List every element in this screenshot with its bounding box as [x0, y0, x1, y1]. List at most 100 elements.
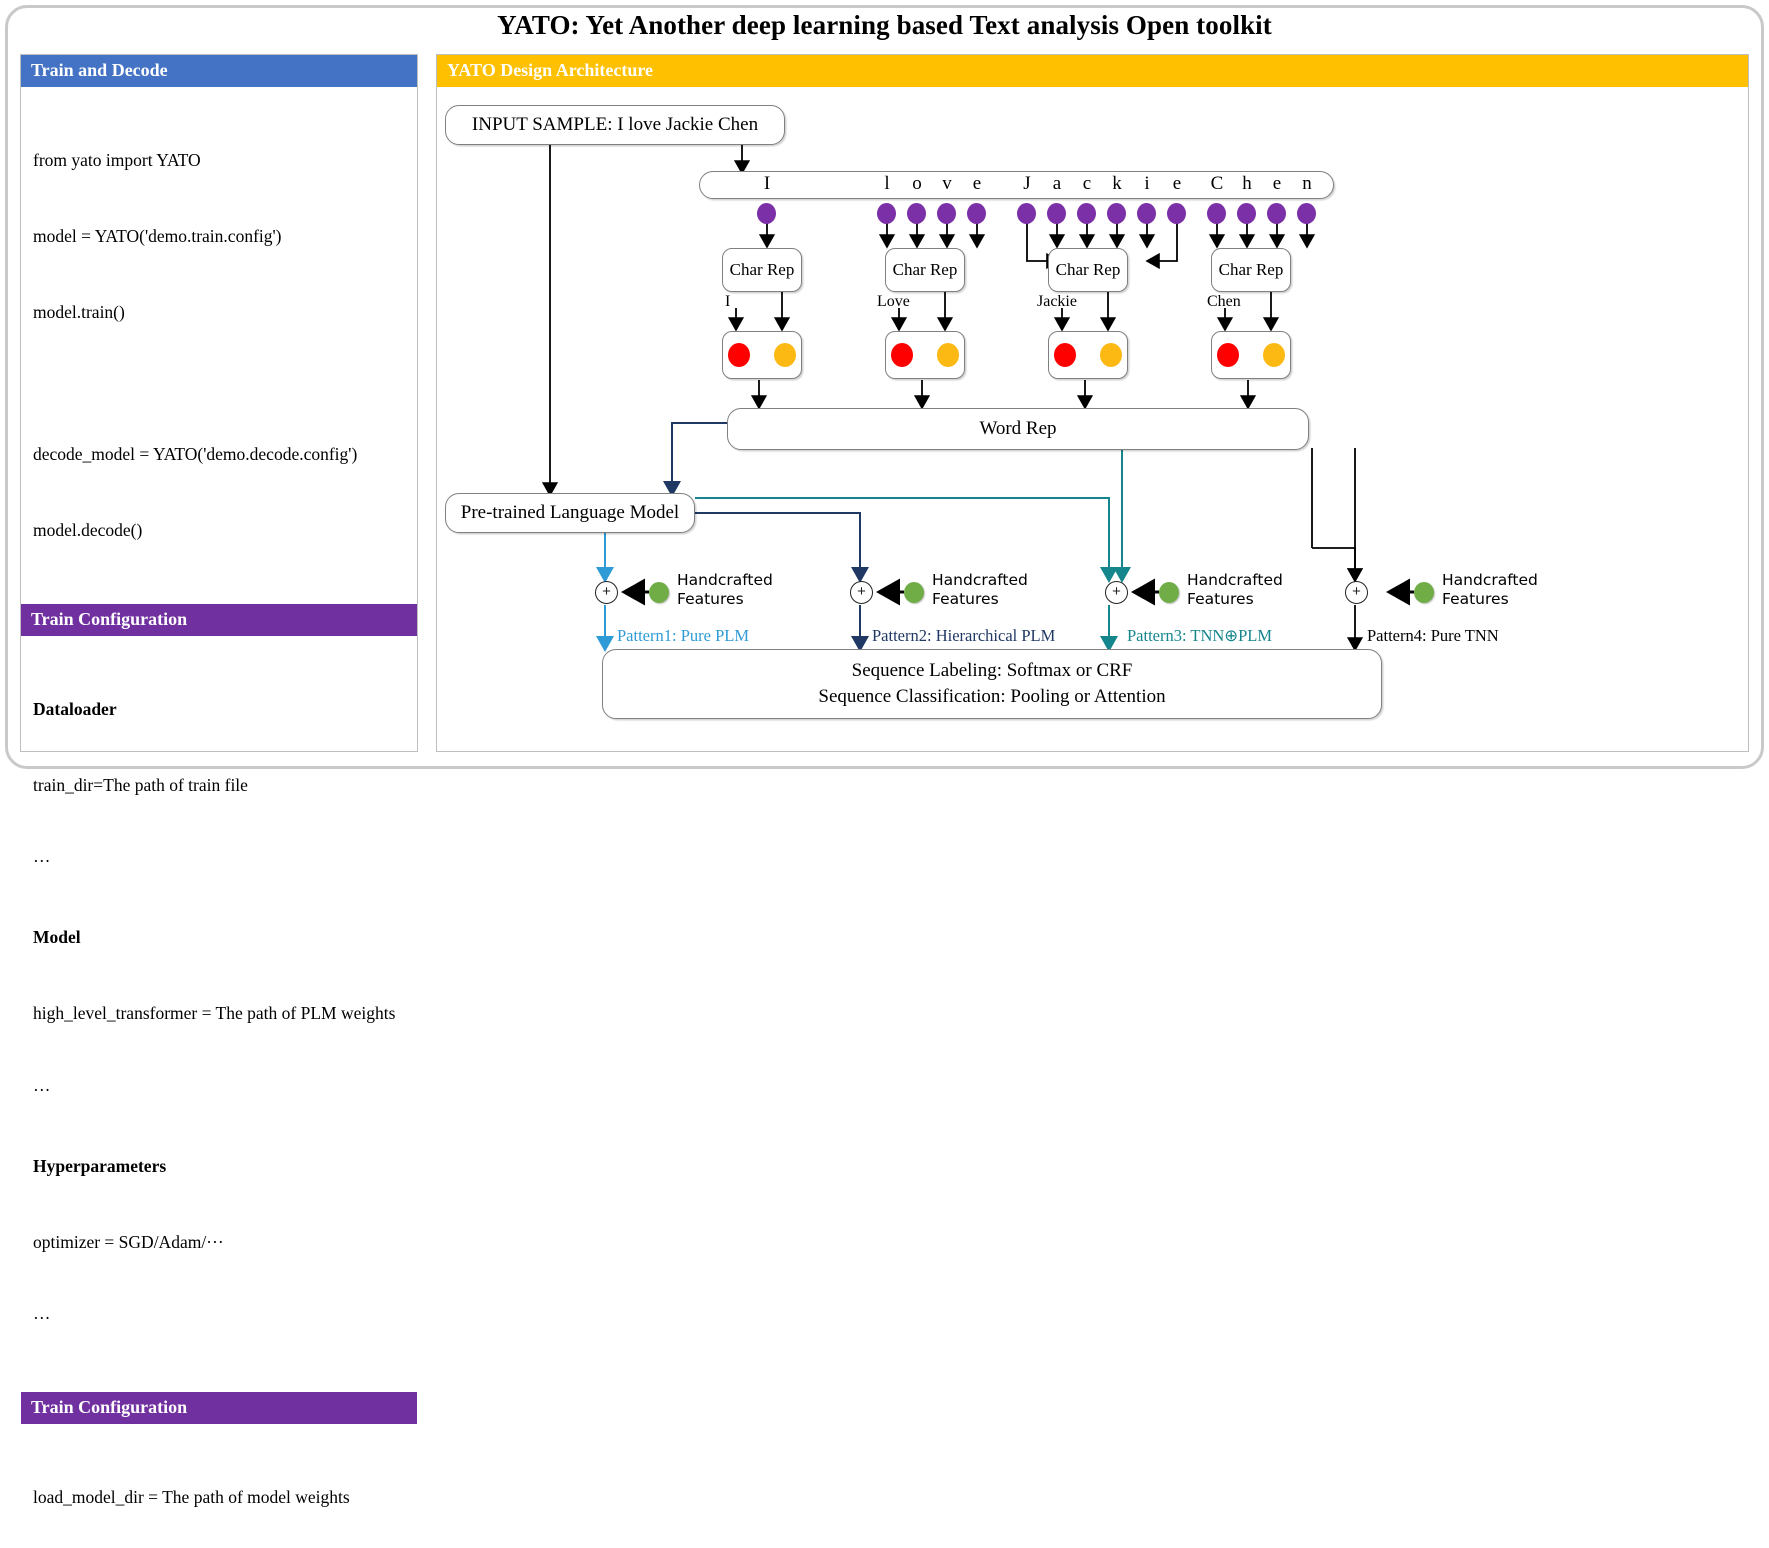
- pattern-label-3: Pattern3: TNN⊕PLM: [1127, 626, 1273, 645]
- config-ellipsis: ···: [33, 1307, 51, 1328]
- char-embedding-dot: [937, 203, 956, 224]
- word-embedding-yellow-dot: [1100, 343, 1122, 367]
- output-line: Sequence Classification: Pooling or Atte…: [818, 686, 1166, 707]
- code-line: model.decode(): [33, 520, 143, 540]
- char-rep-node: Char Rep: [722, 248, 802, 292]
- sum-operator: +: [1105, 581, 1128, 604]
- sum-operator: +: [1345, 581, 1368, 604]
- handcrafted-features-label: Handcrafted Features: [1442, 571, 1538, 608]
- char-glyph: n: [1302, 173, 1312, 194]
- pattern-label-1: Pattern1: Pure PLM: [617, 626, 749, 645]
- section-header-decode-configuration: Train Configuration: [21, 1392, 417, 1424]
- word-rep-node: Word Rep: [727, 408, 1309, 450]
- handcrafted-features-label: Handcrafted Features: [677, 571, 773, 608]
- char-rep-node: Char Rep: [1048, 248, 1128, 292]
- char-glyph: c: [1082, 173, 1092, 194]
- char-glyph: o: [912, 173, 922, 194]
- word-label: Jackie: [1037, 293, 1077, 310]
- section-body-decode-configuration: load_model_dir = The path of model weigh…: [21, 1424, 417, 1548]
- char-glyph: l: [884, 173, 890, 194]
- word-label: I: [725, 293, 731, 310]
- poster-root: YATO: Yet Another deep learning based Te…: [5, 5, 1764, 1507]
- config-line: load_model_dir = The path of model weigh…: [33, 1486, 350, 1507]
- left-panel: Train and Decode from yato import YATO m…: [20, 54, 418, 1507]
- char-glyph: C: [1210, 173, 1224, 194]
- config-line: high_level_transformer = The path of PLM…: [33, 1003, 396, 1024]
- section-header-design-architecture: YATO Design Architecture: [437, 55, 1748, 87]
- handcrafted-features-dot: [1159, 582, 1179, 603]
- word-embedding-red-dot: [728, 343, 750, 367]
- character-sequence-bar: [699, 171, 1334, 199]
- char-embedding-dot: [1207, 203, 1226, 224]
- char-glyph: h: [1242, 173, 1252, 194]
- char-glyph: J: [1023, 173, 1031, 194]
- section-header-train-and-decode: Train and Decode: [21, 55, 417, 87]
- char-glyph: I: [763, 173, 771, 194]
- char-embedding-dot: [907, 203, 926, 224]
- config-group-dataloader: Dataloader: [33, 698, 117, 719]
- code-line: model = YATO('demo.train.config'): [33, 225, 282, 246]
- char-embedding-dot: [1137, 203, 1156, 224]
- word-embedding-node: [1211, 331, 1291, 379]
- code-line: from yato import YATO: [33, 149, 201, 170]
- code-blank-line: [33, 376, 405, 391]
- section-header-train-configuration: Train Configuration: [21, 604, 417, 637]
- handcrafted-features-dot: [904, 582, 924, 603]
- char-glyph: e: [972, 173, 982, 194]
- right-panel: YATO Design Architecture: [436, 54, 1749, 752]
- config-ellipsis: ···: [33, 851, 51, 872]
- config-group-model: Model: [33, 927, 81, 948]
- char-embedding-dot: [1077, 203, 1096, 224]
- char-embedding-dot: [1047, 203, 1066, 224]
- char-embedding-dot: [1167, 203, 1186, 224]
- word-embedding-red-dot: [891, 343, 913, 367]
- char-rep-node: Char Rep: [1211, 248, 1291, 292]
- config-line: optimizer = SGD/Adam/···: [33, 1231, 224, 1252]
- section-body-train-configuration: Dataloader train_dir=The path of train f…: [21, 636, 417, 1392]
- config-group-hyperparameters: Hyperparameters: [33, 1155, 167, 1176]
- char-rep-node: Char Rep: [885, 248, 965, 292]
- handcrafted-features-label: Handcrafted Features: [932, 571, 1028, 608]
- plm-node: Pre-trained Language Model: [445, 493, 695, 533]
- code-line: model.train(): [33, 302, 125, 322]
- output-line: Sequence Labeling: Softmax or CRF: [851, 660, 1133, 682]
- code-line: decode_model = YATO('demo.decode.config'…: [33, 443, 358, 464]
- char-embedding-dot: [1237, 203, 1256, 224]
- word-embedding-node: [885, 331, 965, 379]
- output-node: Sequence Labeling: Softmax or CRF Sequen…: [602, 649, 1382, 719]
- word-embedding-red-dot: [1054, 343, 1076, 367]
- char-glyph: e: [1272, 173, 1282, 194]
- config-ellipsis: ···: [33, 1079, 51, 1100]
- word-embedding-yellow-dot: [1263, 343, 1285, 367]
- char-embedding-dot: [757, 203, 776, 224]
- word-embedding-yellow-dot: [774, 343, 796, 367]
- architecture-diagram: INPUT SAMPLE: I love Jackie Chen I l o v…: [437, 93, 1748, 753]
- word-embedding-node: [1048, 331, 1128, 379]
- char-glyph: a: [1052, 173, 1062, 194]
- sum-operator: +: [595, 581, 618, 604]
- char-embedding-dot: [1107, 203, 1126, 224]
- word-embedding-node: [722, 331, 802, 379]
- char-embedding-dot: [1267, 203, 1286, 224]
- handcrafted-features-dot: [649, 582, 669, 603]
- char-embedding-dot: [967, 203, 986, 224]
- char-embedding-dot: [877, 203, 896, 224]
- word-embedding-yellow-dot: [937, 343, 959, 367]
- char-embedding-dot: [1017, 203, 1036, 224]
- pattern-label-2: Pattern2: Hierarchical PLM: [872, 626, 1056, 645]
- char-embedding-dot: [1297, 203, 1316, 224]
- word-embedding-red-dot: [1217, 343, 1239, 367]
- char-glyph: i: [1144, 173, 1150, 194]
- page-title: YATO: Yet Another deep learning based Te…: [497, 10, 1272, 40]
- pattern-label-4: Pattern4: Pure TNN: [1367, 626, 1499, 645]
- word-label: Love: [877, 293, 910, 310]
- char-glyph: v: [942, 173, 952, 194]
- section-body-train-and-decode: from yato import YATO model = YATO('demo…: [21, 87, 417, 604]
- sum-operator: +: [850, 581, 873, 604]
- char-glyph: e: [1172, 173, 1182, 194]
- handcrafted-features-label: Handcrafted Features: [1187, 571, 1283, 608]
- handcrafted-features-dot: [1414, 582, 1434, 603]
- char-glyph: k: [1112, 173, 1122, 194]
- input-sample-node: INPUT SAMPLE: I love Jackie Chen: [445, 105, 785, 145]
- config-line: train_dir=The path of train file: [33, 775, 248, 795]
